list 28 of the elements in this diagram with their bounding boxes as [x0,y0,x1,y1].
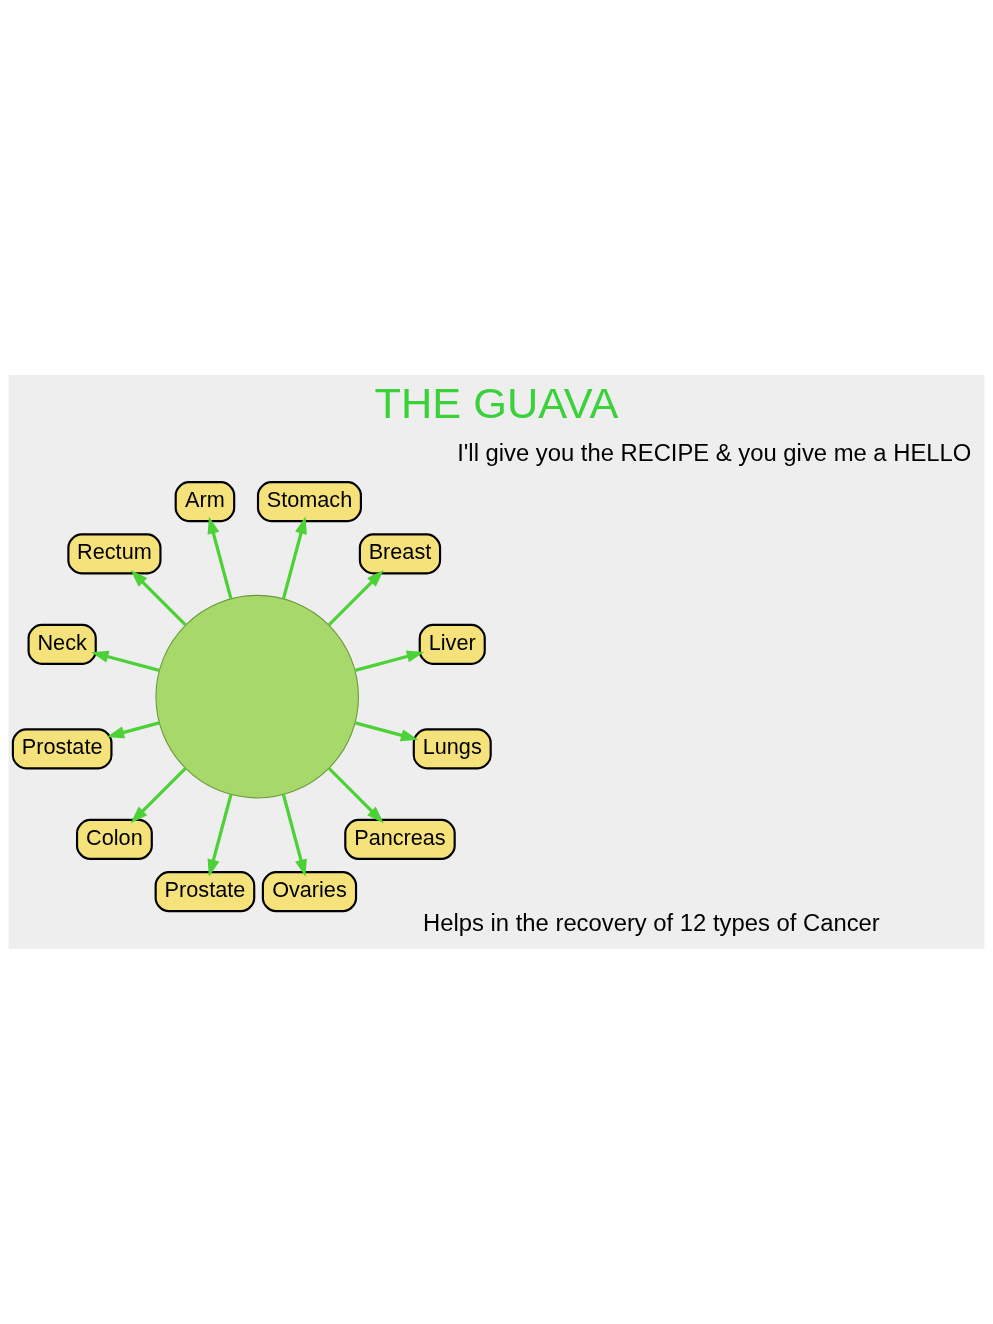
arrow [91,650,160,672]
diagram-title: THE GUAVA [374,379,619,428]
arrow [106,721,160,739]
label: Helps in the recovery of 12 types of Cancer [423,909,880,937]
node-box: Prostate [154,871,256,913]
arrow [281,794,307,877]
arrow [130,767,187,824]
node-box: Colon [75,818,153,860]
node-box: Neck [27,623,97,665]
arrow [354,721,419,742]
arrow [354,650,425,672]
node-box: Prostate [11,728,113,770]
label: I'll give you the RECIPE & you give me a HELLO [457,439,972,467]
arrow [281,516,307,599]
node-box: Rectum [67,533,162,575]
node-box: Lungs [412,728,492,770]
arrow [327,570,384,626]
arrow [327,767,384,824]
arrow [207,516,233,599]
node-box: Arm [174,481,236,523]
arrow [130,570,187,626]
node-box: Ovaries [261,871,358,913]
node-box: Stomach [256,481,362,523]
node-box: Breast [358,533,442,575]
node-box: Liver [418,623,486,665]
node-box: Pancreas [344,818,456,860]
node-circle [155,594,359,799]
arrow [207,794,233,877]
